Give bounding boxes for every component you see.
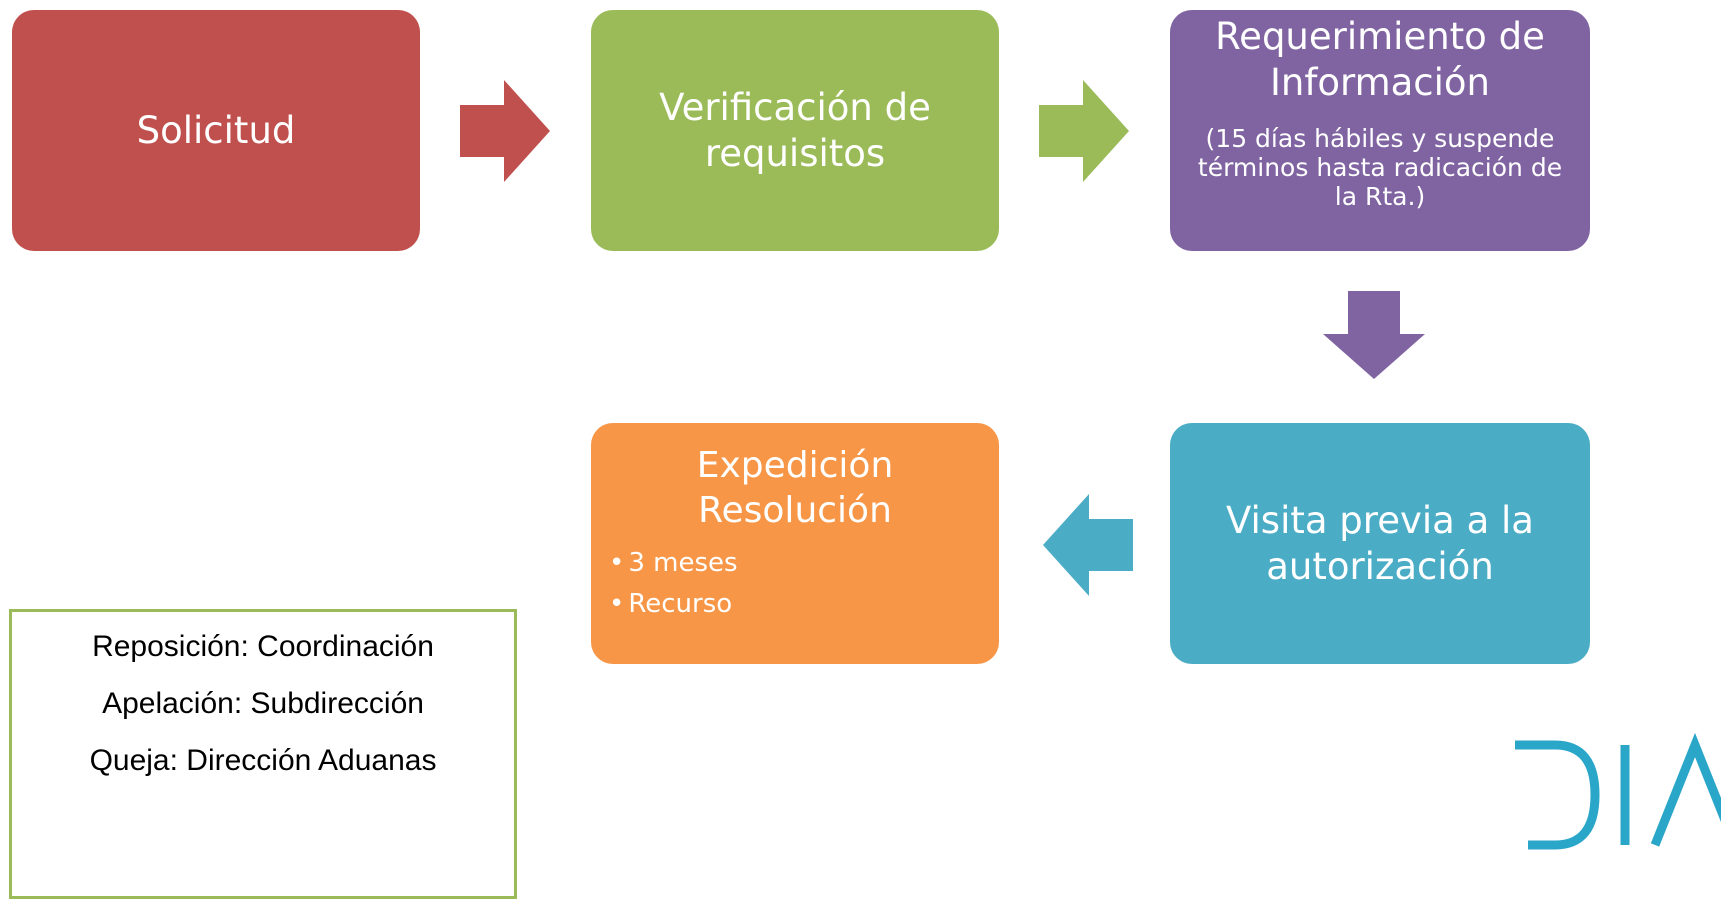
step-visita-label: Visita previa a la autorización — [1226, 498, 1534, 588]
appeal-apelacion: Apelación: Subdirección — [102, 687, 424, 720]
appeal-reposicion: Reposición: Coordinación — [92, 630, 434, 663]
appeal-queja: Queja: Dirección Aduanas — [89, 744, 437, 777]
step-expedicion-bullets: 3 meses Recurso — [591, 543, 999, 625]
step-verificacion: Verificación de requisitos — [591, 10, 999, 251]
step-expedicion-title: Expedición Resolución — [696, 445, 894, 531]
bullet-item: Recurso — [609, 584, 999, 625]
arrow-left-icon — [1043, 494, 1133, 596]
step-expedicion: Expedición Resolución 3 meses Recurso — [591, 423, 999, 664]
step-visita: Visita previa a la autorización — [1170, 423, 1590, 664]
step-requerimiento: Requerimiento de Información (15 días há… — [1170, 10, 1590, 251]
step-solicitud-label: Solicitud — [136, 108, 296, 152]
arrow-right-icon — [460, 80, 550, 182]
appeals-box: Reposición: Coordinación Apelación: Subd… — [9, 609, 517, 899]
arrow-right-icon — [1039, 80, 1129, 182]
step-requerimiento-note: (15 días hábiles y suspende términos has… — [1197, 124, 1563, 211]
step-requerimiento-title: Requerimiento de Información — [1215, 15, 1545, 104]
step-verificacion-label: Verificación de requisitos — [659, 85, 931, 175]
step-solicitud: Solicitud — [12, 10, 420, 251]
bullet-item: 3 meses — [609, 543, 999, 584]
dian-logo — [1500, 720, 1721, 880]
arrow-down-icon — [1323, 291, 1425, 379]
